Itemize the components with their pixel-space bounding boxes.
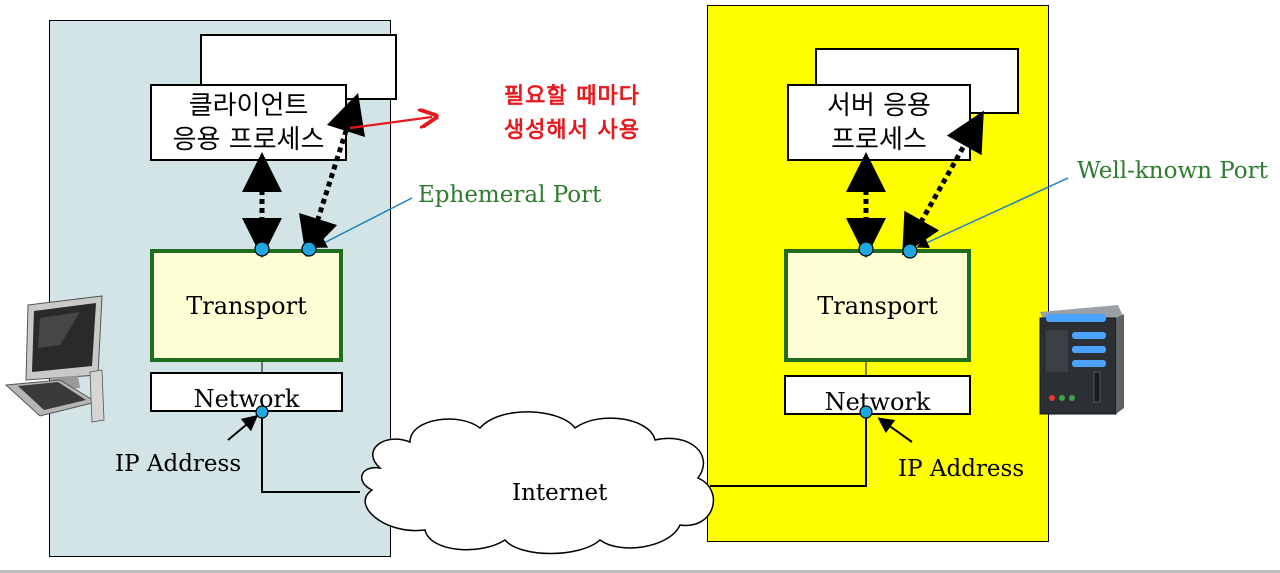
bottom-divider [0, 570, 1280, 573]
client-port-arrow-2 [298, 92, 366, 258]
server-tower-icon [1039, 305, 1124, 415]
client-port-dot-1 [254, 241, 270, 257]
client-internet-link [261, 418, 360, 493]
client-network-layer: Network [150, 372, 343, 412]
ephemeral-port-label: Ephemeral Port [418, 182, 602, 208]
client-ip-callout [227, 414, 259, 441]
well-known-port-label: Well-known Port [1077, 158, 1268, 184]
client-ip-dot [255, 405, 269, 419]
annotation-arrow [349, 117, 432, 130]
server-port-dot-2 [902, 243, 918, 259]
client-port-dot-2 [301, 241, 317, 257]
well-known-port-callout [916, 177, 1069, 248]
server-port-arrow-2 [902, 110, 984, 256]
internet-label: Internet [512, 480, 608, 506]
server-ip-label: IP Address [898, 456, 1025, 482]
server-internet-link [710, 418, 867, 487]
internet-cloud-icon [361, 411, 715, 555]
server-network-layer: Network [784, 375, 971, 415]
desktop-computer-icon [4, 295, 105, 423]
server-ip-callout [877, 417, 913, 443]
handwritten-annotation: 필요할 때마다 생성해서 사용 [503, 84, 640, 143]
server-transport-layer: Transport [784, 249, 971, 362]
ephemeral-port-callout [314, 197, 413, 248]
server-ip-dot [859, 405, 873, 419]
server-port-dot-1 [858, 241, 874, 257]
client-transport-layer: Transport [150, 249, 343, 362]
client-ip-label: IP Address [115, 451, 242, 477]
